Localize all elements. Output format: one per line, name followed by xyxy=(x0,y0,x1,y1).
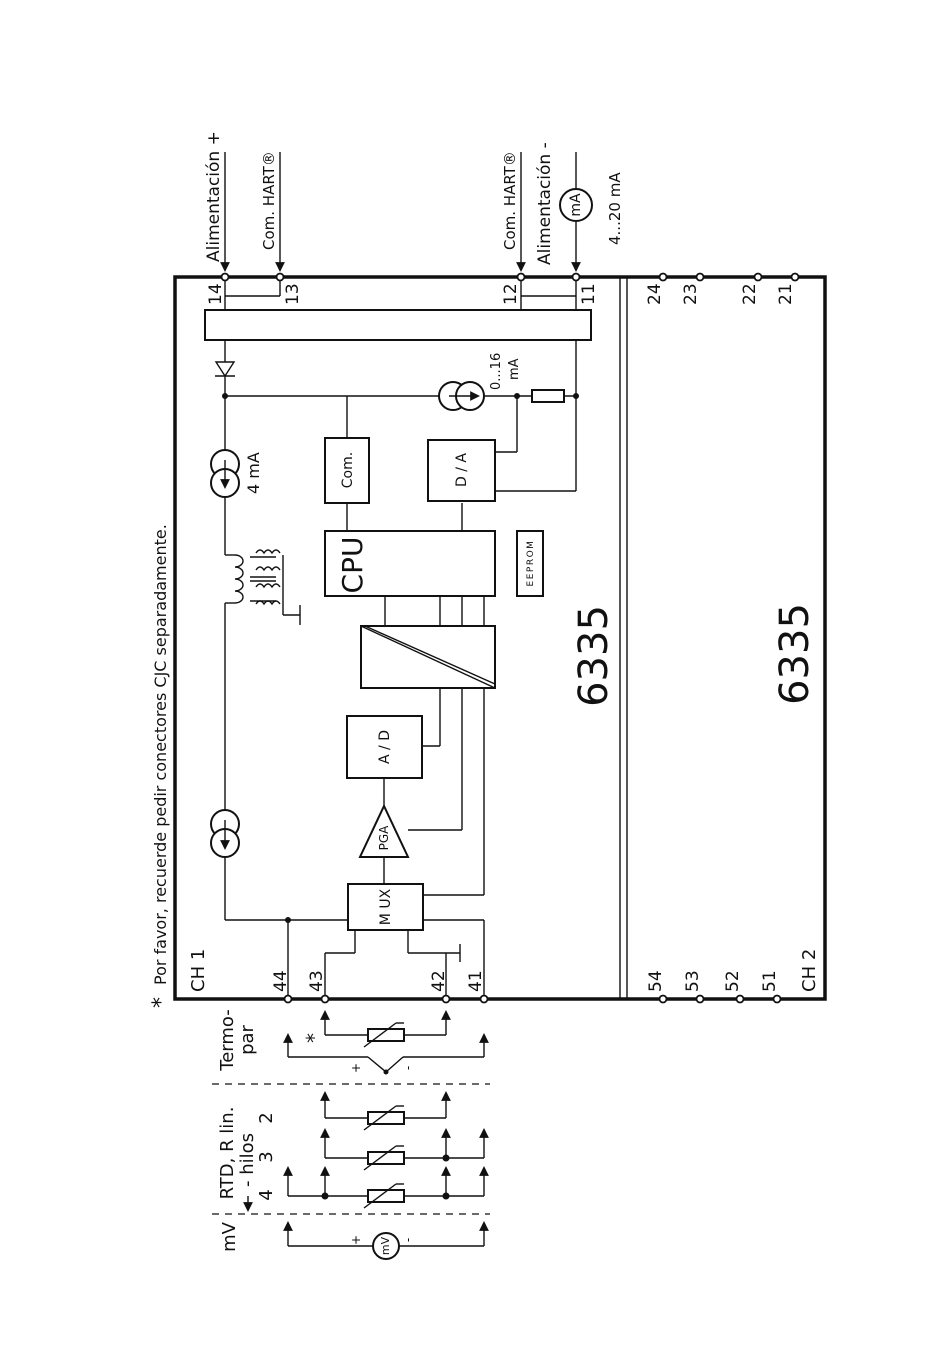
terminal-53: 53 xyxy=(683,970,703,992)
terminal-21: 21 xyxy=(776,283,796,305)
voltmeter-icon: mV xyxy=(373,1233,399,1259)
current-range-label: 0...16 xyxy=(489,353,504,390)
terminal-24: 24 xyxy=(645,283,665,305)
ch2-label: CH 2 xyxy=(799,949,820,992)
rtd-label-2: - hilos xyxy=(237,1133,258,1187)
junction-dot xyxy=(573,393,579,399)
terminal-23: 23 xyxy=(681,283,701,305)
current-4ma-label: 4 mA xyxy=(244,452,263,494)
mv-minus: - xyxy=(401,1238,415,1242)
terminal-51: 51 xyxy=(760,970,780,992)
com-hart-left-label: Com. HART® xyxy=(260,151,278,250)
thermistor-icon xyxy=(364,1146,404,1170)
terminal-43: 43 xyxy=(307,970,327,992)
terminal-22: 22 xyxy=(740,283,760,305)
terminal-41: 41 xyxy=(466,970,486,992)
com-hart-right-label: Com. HART® xyxy=(501,151,519,250)
mux-block-label: M UX xyxy=(378,888,394,925)
thermocouple-star: * xyxy=(302,1033,326,1043)
terminal-13: 13 xyxy=(283,283,303,305)
mv-plus: + xyxy=(349,1235,363,1245)
note-star: * xyxy=(149,997,174,1008)
diode-icon xyxy=(215,362,235,376)
supply-plus-label: Alimentación + xyxy=(204,131,224,262)
terminal-52: 52 xyxy=(723,970,743,992)
pga-label: PGA xyxy=(377,825,391,851)
transformer-icon xyxy=(225,550,300,615)
eeprom-block-label: EEPROM xyxy=(526,540,536,587)
current-unit-label: mA xyxy=(507,358,522,380)
da-block-label: D / A xyxy=(454,453,470,487)
thermocouple-plus: + xyxy=(349,1063,363,1073)
ammeter-label: mA xyxy=(568,193,584,217)
current-source-icon xyxy=(211,810,239,857)
terminal-54: 54 xyxy=(646,970,666,992)
thermocouple-label-2: par xyxy=(237,1024,258,1054)
thermocouple-minus: - xyxy=(401,1066,415,1070)
junction-dot xyxy=(222,393,228,399)
terminal-11: 11 xyxy=(579,283,599,305)
ch1-label: CH 1 xyxy=(188,949,209,992)
isolation-barrier-icon xyxy=(361,626,495,688)
model-ch1: 6335 xyxy=(571,605,617,707)
thermistor-icon xyxy=(364,1184,404,1208)
thermistor-icon xyxy=(364,1106,404,1130)
current-source-icon xyxy=(211,450,239,497)
rtd-wires-2: 2 xyxy=(256,1112,277,1123)
thermocouple-label-1: Termo- xyxy=(217,1009,238,1071)
terminal-44: 44 xyxy=(271,970,291,992)
cjc-note: Por favor, recuerde pedir conectores CJC… xyxy=(151,524,170,985)
cpu-block-label: CPU xyxy=(336,537,369,594)
resistor-icon xyxy=(532,390,564,402)
rtd-label-1: RTD, R lin. xyxy=(217,1107,238,1200)
mv-label: mV xyxy=(219,1221,240,1252)
junction-dot xyxy=(514,393,520,399)
ad-block-label: A / D xyxy=(377,730,393,764)
terminal-12: 12 xyxy=(501,283,521,305)
ammeter-icon: mA xyxy=(560,189,592,221)
terminal-42: 42 xyxy=(429,970,449,992)
junction-dot xyxy=(285,917,291,923)
current-source-icon xyxy=(439,382,484,410)
rtd-wires-4: 4 xyxy=(256,1189,277,1200)
thermistor-icon xyxy=(364,1023,404,1047)
range-label: 4...20 mA xyxy=(606,172,624,245)
terminal-14: 14 xyxy=(206,283,226,305)
com-block-label: Com. xyxy=(340,452,356,488)
protection-block xyxy=(205,310,591,340)
model-ch2: 6335 xyxy=(772,603,818,705)
rtd-wires-3: 3 xyxy=(256,1151,277,1162)
voltmeter-label: mV xyxy=(379,1236,392,1255)
supply-minus-label: Alimentación - xyxy=(535,142,555,265)
